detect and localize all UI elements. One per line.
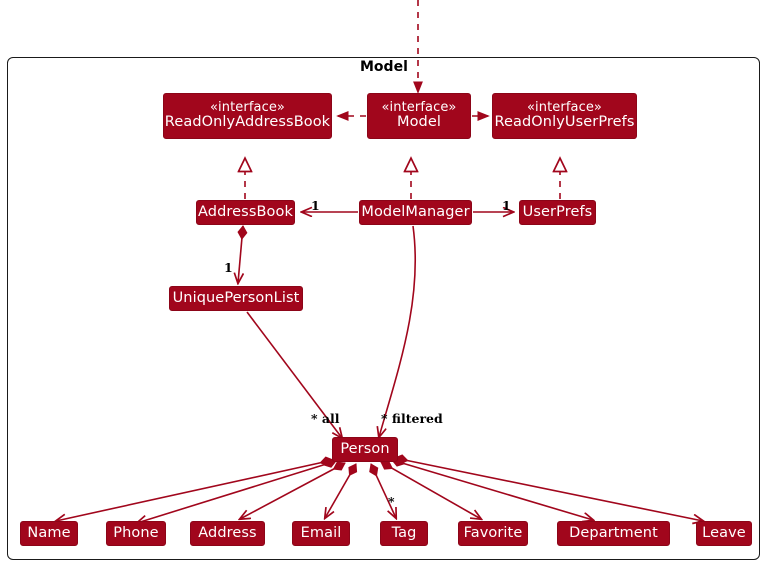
class-name-label: Model (396, 114, 442, 131)
class-name-label: Address (198, 524, 257, 541)
role-all-persons: * all (311, 411, 340, 426)
class-person[interactable]: Person (332, 437, 398, 462)
class-name-label: ModelManager (361, 203, 470, 220)
class-name-label: AddressBook (198, 203, 293, 220)
class-user-prefs[interactable]: UserPrefs (519, 200, 596, 225)
class-department[interactable]: Department (557, 521, 670, 546)
class-read-only-address-book[interactable]: «interface» ReadOnlyAddressBook (163, 93, 332, 139)
class-unique-person-list[interactable]: UniquePersonList (169, 286, 303, 311)
multiplicity-user-prefs: 1 (502, 198, 511, 213)
stereotype-label: «interface» (381, 100, 457, 116)
class-name-label: Email (300, 524, 342, 541)
multiplicity-address-book: 1 (311, 198, 320, 213)
stereotype-label: «interface» (210, 100, 285, 116)
class-name-label: ReadOnlyAddressBook (164, 114, 331, 131)
class-name-label: Leave (702, 524, 746, 541)
class-name-label: UniquePersonList (172, 289, 300, 306)
class-read-only-user-prefs[interactable]: «interface» ReadOnlyUserPrefs (492, 93, 637, 139)
class-name-label: Favorite (463, 524, 523, 541)
class-favorite[interactable]: Favorite (458, 521, 528, 546)
class-name-label: Tag (391, 524, 417, 541)
class-name-label: UserPrefs (522, 203, 593, 220)
class-name-label: Phone (113, 524, 159, 541)
class-name-label: Person (340, 440, 390, 457)
package-title: Model (360, 59, 408, 75)
class-name-label: Name (27, 524, 71, 541)
model-package-frame (7, 57, 760, 560)
role-filtered-persons: * filtered (381, 411, 443, 426)
class-address[interactable]: Address (190, 521, 265, 546)
class-name-label: Department (569, 524, 658, 541)
stereotype-label: «interface» (527, 100, 602, 116)
class-email[interactable]: Email (292, 521, 350, 546)
class-tag[interactable]: Tag (380, 521, 428, 546)
class-model-interface[interactable]: «interface» Model (367, 93, 471, 139)
class-leave[interactable]: Leave (696, 521, 752, 546)
class-name-label: ReadOnlyUserPrefs (494, 114, 635, 131)
class-address-book[interactable]: AddressBook (196, 200, 295, 225)
class-name[interactable]: Name (20, 521, 78, 546)
class-phone[interactable]: Phone (106, 521, 166, 546)
class-model-manager[interactable]: ModelManager (359, 200, 472, 225)
multiplicity-tags: * (388, 494, 395, 509)
multiplicity-unique-person-list: 1 (224, 260, 233, 275)
